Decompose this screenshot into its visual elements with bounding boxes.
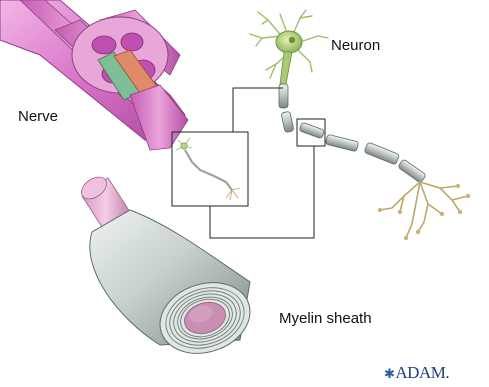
myelin-sheath-illustration: [77, 173, 259, 365]
myelin-sheath-label: Myelin sheath: [279, 310, 372, 327]
nerve-illustration: [0, 0, 188, 150]
inset-neuron: [176, 138, 240, 200]
neuron-label: Neuron: [331, 37, 380, 54]
callout-lines: [172, 88, 325, 238]
logo-star-icon: ✱: [384, 366, 394, 381]
nerve-label: Nerve: [18, 108, 58, 125]
adam-logo: ✱ADAM.: [384, 363, 449, 383]
logo-text: ADAM.: [395, 363, 449, 382]
